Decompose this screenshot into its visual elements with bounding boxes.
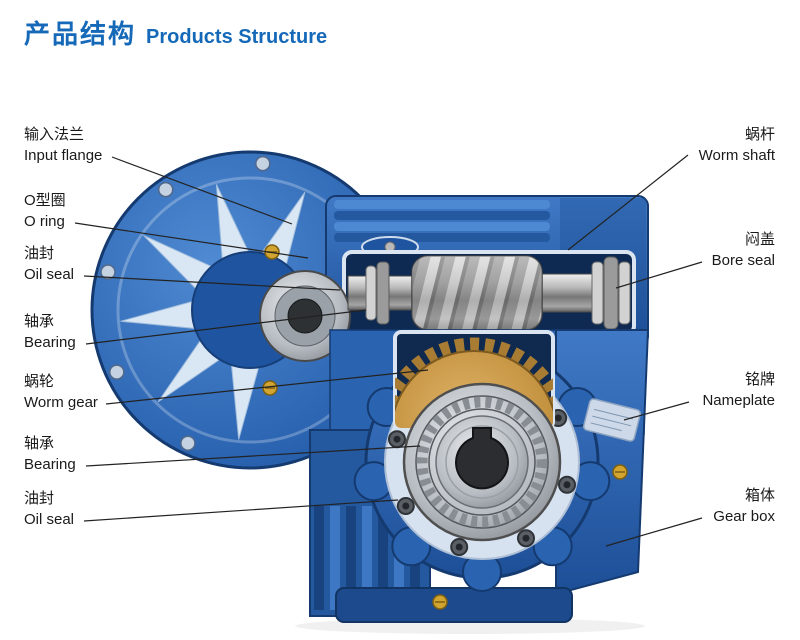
mounting-foot	[335, 587, 573, 623]
leader-o-ring	[74, 222, 309, 259]
input-bore	[259, 270, 351, 362]
label-worm-shaft: 蜗杆 Worm shaft	[699, 124, 775, 166]
leader-nameplate	[623, 401, 690, 421]
leader-bore-seal	[615, 261, 703, 289]
worm-shaft-part	[347, 255, 631, 331]
label-gear-box: 箱体 Gear box	[713, 485, 775, 527]
label-oil-seal-top: 油封 Oil seal	[24, 243, 74, 285]
output-bearing	[402, 382, 562, 542]
nameplate-part	[583, 398, 641, 442]
label-o-ring-en: O ring	[24, 213, 65, 230]
label-bearing-bottom: 轴承 Bearing	[24, 433, 76, 475]
label-worm-gear: 蜗轮 Worm gear	[24, 371, 98, 413]
leader-bearing-bottom	[85, 445, 421, 467]
leader-gear-box	[605, 517, 703, 547]
page-title: 产品结构 Products Structure	[24, 14, 327, 51]
label-worm-shaft-en: Worm shaft	[698, 147, 775, 164]
label-worm-gear-en: Worm gear	[24, 394, 98, 411]
label-bearing-top: 轴承 Bearing	[24, 311, 76, 353]
label-worm-gear-zh: 蜗轮	[24, 373, 55, 390]
label-bearing-bottom-en: Bearing	[24, 456, 76, 473]
title-en: Products Structure	[146, 26, 328, 48]
leader-oil-seal-bottom	[83, 499, 399, 522]
label-bearing-top-en: Bearing	[24, 334, 76, 351]
label-worm-shaft-zh: 蜗杆	[744, 126, 775, 143]
label-oil-seal-top-zh: 油封	[24, 245, 55, 262]
label-bore-seal-en: Bore seal	[711, 252, 775, 269]
leader-oil-seal-top	[83, 275, 341, 291]
label-nameplate-zh: 铭牌	[744, 371, 775, 388]
gearbox-illustration	[90, 150, 650, 634]
label-o-ring-zh: O型圈	[24, 192, 66, 209]
label-bearing-bottom-zh: 轴承	[24, 435, 55, 452]
label-gear-box-en: Gear box	[713, 508, 775, 525]
worm-left-bearing	[365, 261, 390, 325]
title-zh: 产品结构	[24, 19, 137, 49]
label-oil-seal-bottom-en: Oil seal	[24, 511, 75, 528]
label-bore-seal-zh: 闷盖	[744, 231, 775, 248]
label-input-flange-zh: 输入法兰	[24, 126, 85, 143]
output-bore	[455, 427, 509, 490]
label-bearing-top-zh: 轴承	[24, 313, 55, 330]
label-input-flange: 输入法兰 Input flange	[24, 124, 102, 166]
gold-screws	[262, 244, 628, 610]
bore-seal-part	[591, 256, 631, 330]
label-nameplate: 铭牌 Nameplate	[702, 369, 775, 411]
label-oil-seal-bottom: 油封 Oil seal	[24, 488, 74, 530]
leader-worm-gear	[105, 369, 429, 405]
label-oil-seal-bottom-zh: 油封	[24, 490, 55, 507]
label-nameplate-en: Nameplate	[702, 392, 775, 409]
label-input-flange-en: Input flange	[24, 147, 103, 164]
leader-input-flange	[111, 156, 293, 225]
label-oil-seal-top-en: Oil seal	[24, 266, 75, 283]
label-o-ring: O型圈 O ring	[24, 190, 66, 232]
leader-bearing-top	[85, 309, 367, 345]
label-gear-box-zh: 箱体	[744, 487, 775, 504]
leader-worm-shaft	[567, 154, 689, 251]
input-flange-part	[90, 150, 410, 470]
leader-lines	[74, 154, 703, 547]
label-bore-seal: 闷盖 Bore seal	[712, 229, 775, 271]
